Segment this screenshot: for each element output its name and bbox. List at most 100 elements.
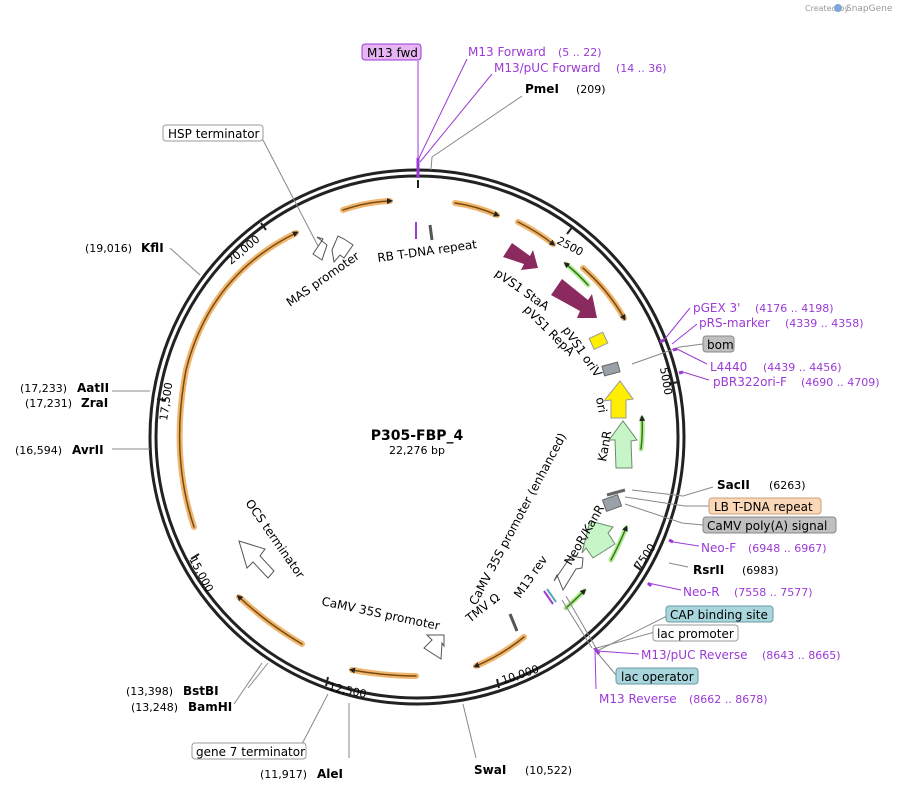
green-arrows [563,261,646,611]
primer-position: (8643 .. 8665) [762,649,841,662]
ocs-terminator-arrow [238,540,275,579]
primer-position: (4690 .. 4709) [801,376,880,389]
tick-label: 5000 [657,366,675,396]
tick-mark [260,222,267,231]
lac-operator-box: lac operator [615,667,699,685]
primer-name: L4440 [710,360,747,374]
site-position: (13,398) [126,685,173,698]
hsp-terminator-box: HSP terminator [162,124,264,142]
snapgene-logo-icon [834,4,842,12]
neor-kanr-arrow [581,520,616,559]
pvs1-staa-label: pVS1 StaA [492,266,552,314]
tick-mark [566,225,574,235]
orf-arc [452,200,500,218]
orf-arcs [176,198,627,679]
green-arrow [563,588,587,611]
camv35s-enh-arrow [553,555,584,592]
site-position: (6983) [742,564,779,577]
site-name: SacII [717,478,750,492]
primer-position: (6948 .. 6967) [748,542,827,555]
orf-arc [473,634,527,669]
green-arrow [608,525,629,563]
primer-mark [593,647,601,655]
site-name: KflI [141,241,164,255]
rb-repeat-label: RB T-DNA repeat [376,237,478,265]
site-name: BamHI [188,700,232,714]
camv35s-arrow [423,634,445,660]
primer-name: Neo-F [701,541,736,555]
primer-mark [678,370,684,375]
pvs1-repa-arrow [551,279,597,318]
tick-mark [156,398,167,401]
kanr-arrow [608,420,638,469]
site-name: AleI [317,767,343,781]
plasmid-name: P305-FBP_4 [371,428,464,444]
primer-name: pGEX 3' [693,301,740,315]
tick-label: 2500 [555,234,586,259]
site-position: (17,231) [25,397,72,410]
hsp-terminator-text: HSP terminator [168,127,260,141]
credit-text: Created by [805,4,849,13]
primer-name: M13/pUC Forward [494,61,601,75]
boxed-labels: M13 fwd HSP terminator bom LB T-DNA repe… [162,43,837,760]
camv-polya-text: CaMV poly(A) signal [707,519,827,533]
restriction-site-labels: PmeI (209) SacII (6263) RsrII (6983) Swa… [15,82,806,781]
bom-box [601,361,621,377]
site-position: (10,522) [525,764,572,777]
primer-mark [668,538,674,544]
site-position: (16,594) [15,444,62,457]
primer-labels: M13 Forward (5 .. 22) M13/pUC Forward (1… [468,45,880,706]
leader-lines [112,58,714,759]
orf-arc [340,198,393,213]
gene7-terminator-text: gene 7 terminator [196,745,305,759]
lb-repeat-box: LB T-DNA repeat [708,497,822,515]
cap-site-box: CAP binding site [665,605,774,623]
primer-name: pRS-marker [699,316,770,330]
site-name: ZraI [81,396,108,410]
site-name: BstBI [183,684,219,698]
rb-repeat-mark [428,224,434,241]
primer-mark [659,338,665,344]
camv35s-label: CaMV 35S promoter [320,594,441,633]
primer-position: (4339 .. 4358) [785,317,864,330]
primer-position: (4439 .. 4456) [763,361,842,374]
bom-text: bom [707,338,734,352]
orf-arc [349,667,419,679]
cap-site-text: CAP binding site [670,608,768,622]
pvs1-staa-arrow [503,243,538,270]
primer-position: (4176 .. 4198) [755,302,834,315]
primer-mark [646,581,653,588]
ocs-terminator-label: OCS terminator [243,497,308,581]
site-name: AvrII [72,443,104,457]
site-position: (6263) [769,479,806,492]
site-position: (11,917) [260,768,307,781]
primer-name: pBR322ori-F [713,375,787,389]
site-name: AatII [77,381,109,395]
lb-repeat-text: LB T-DNA repeat [714,500,813,514]
camv-polya-box-label: CaMV poly(A) signal [702,516,837,534]
m13-fwd-box: M13 fwd [361,43,422,61]
primer-position: (7558 .. 7577) [734,586,813,599]
m13-rev-label: M13 rev [511,553,550,601]
hsp-terminator-arrow [312,236,328,261]
tick-label: 17,500 [157,381,175,421]
lac-operator-text: lac operator [621,670,694,684]
primer-name: M13/pUC Reverse [641,648,748,662]
backbone-site-marks [416,158,684,655]
ori-arrow [602,380,634,419]
tick-label: 15,000 [186,554,216,594]
lac-promoter-box: lac promoter [652,624,739,642]
green-arrow [638,415,646,452]
primer-position: (5 .. 22) [558,46,602,59]
tick-marks [156,222,679,689]
primer-name: Neo-R [683,585,720,599]
tick-label: 20,000 [225,233,263,268]
kanr-label: KanR [595,430,614,463]
site-position: (209) [576,83,606,96]
pvs1-oriv-box [588,331,609,351]
mas-promoter-arrow [331,235,354,264]
camv-polya-box [601,493,623,513]
bom-box-label: bom [702,335,735,353]
